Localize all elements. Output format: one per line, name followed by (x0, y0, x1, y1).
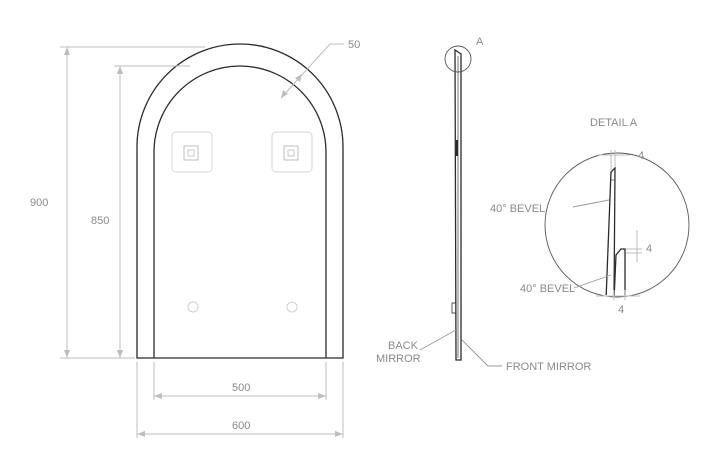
dimension-600: 600 (136, 362, 344, 438)
inner-arch-outline (153, 65, 327, 358)
dimension-500-label: 500 (232, 382, 250, 394)
detail-circle (544, 152, 690, 298)
front-view: 900 850 50 500 (30, 39, 360, 438)
dimension-50: 50 (280, 39, 360, 99)
detail-marker-circle (444, 45, 472, 73)
dimension-850: 850 (91, 65, 190, 358)
back-mirror-label-line1: BACK (388, 340, 419, 352)
dimension-500: 500 (153, 362, 327, 400)
side-profile (454, 48, 462, 361)
detail-dimension-bottom: 4 (596, 290, 640, 316)
dimension-900-label: 900 (30, 197, 48, 209)
detail-bevel-upper-label: 40° BEVEL (490, 203, 545, 215)
detail-back-glass (613, 248, 626, 296)
side-view: A BACK MIRROR FRONT MIRROR (376, 36, 591, 373)
detail-dimension-top-label: 4 (638, 150, 644, 162)
detail-dimension-bottom-label: 4 (618, 304, 624, 316)
front-mirror-label: FRONT MIRROR (506, 361, 591, 373)
mounting-hole-right (286, 301, 298, 313)
detail-dimension-top: 4 (598, 150, 644, 170)
dimension-900: 900 (30, 46, 205, 359)
back-mirror-label-line2: MIRROR (376, 353, 421, 365)
dimension-50-label: 50 (348, 39, 360, 51)
detail-dimension-side: 4 (626, 230, 652, 262)
dimension-850-label: 850 (91, 215, 109, 227)
outer-arch-outline (136, 43, 344, 359)
mounting-hole-left (187, 301, 199, 313)
detail-title: DETAIL A (590, 117, 638, 129)
sensor-icon-right (271, 131, 313, 173)
detail-glass-profile (605, 166, 616, 296)
sensor-icon-left (171, 131, 213, 173)
dimension-600-label: 600 (232, 420, 250, 432)
detail-a: DETAIL A 4 4 4 (490, 117, 690, 316)
detail-bevel-lower-label: 40° BEVEL (520, 283, 575, 295)
detail-marker-label: A (476, 36, 484, 48)
detail-dimension-side-label: 4 (646, 243, 652, 255)
